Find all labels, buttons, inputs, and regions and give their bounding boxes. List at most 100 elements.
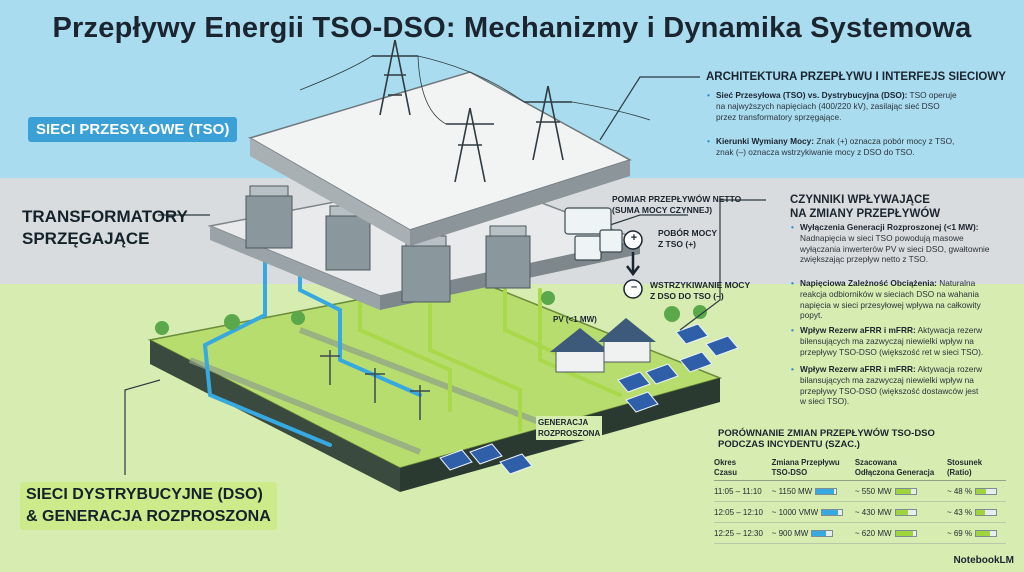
- transformers-zone-label: TRANSFORMATORY SPRZĘGAJĄCE: [22, 206, 188, 250]
- factors-heading-line2: NA ZMIANY PRZEPŁYWÓW: [790, 208, 941, 220]
- cell-value: ~ 900 MW: [771, 529, 809, 538]
- factors-heading-line1: CZYNNIKI WPŁYWAJĄCE: [790, 194, 930, 206]
- dso-label-line2: & GENERACJA ROZPROSZONA: [26, 508, 271, 525]
- trees: [155, 291, 707, 335]
- solar-panels: [439, 323, 739, 475]
- table-row: 12:25 – 12:30 ~ 900 MW ~ 620 MW ~ 69 %: [714, 522, 1006, 544]
- column-header-text: Stosunek: [946, 458, 983, 467]
- table-cell: ~ 43 %: [946, 501, 1006, 523]
- factor-text: Aktywacja rozerw: [917, 364, 983, 374]
- intake-inject-markers: [623, 230, 643, 299]
- tso-zone-label: SIECI PRZESYŁOWE (TSO): [28, 117, 238, 142]
- table-cell: ~ 900 MW: [771, 522, 855, 544]
- ratio-level-bar: [975, 488, 998, 496]
- measurement-line2: (SUMA MOCY CZYNNEJ): [612, 205, 713, 215]
- inject-line2: Z DSO DO TSO (–): [650, 291, 724, 301]
- intake-line2: Z TSO (+): [658, 239, 697, 249]
- page-title: Przepływy Energii TSO-DSO: Mechanizmy i …: [52, 12, 972, 44]
- table-body: 11:05 – 11:10~ 1150 MW~ 550 MW~ 48 %12:0…: [714, 480, 1006, 544]
- factor-text: przepływy TSO-DSO (większość dostawców j…: [800, 385, 979, 396]
- factor-text: Aktywacja rezerw: [917, 325, 983, 335]
- cell-value: 12:25 – 12:30: [714, 529, 763, 538]
- factor-text: w sieci TSO).: [800, 396, 850, 407]
- ratio-level-bar: [975, 509, 998, 517]
- factor-text: reakcja odbiorników w sieciach DSO na wa…: [800, 288, 979, 299]
- column-header-text: TSO-DSO: [771, 467, 808, 477]
- table-row: 12:05 – 12:10 ~ 1000 VMW ~ 430 MW ~ 43 %: [714, 501, 1006, 523]
- ratio-level-bar: [975, 530, 998, 538]
- cell-value: ~ 48 %: [946, 487, 973, 496]
- brand-logo: NotebookLM: [953, 555, 1014, 566]
- architecture-item-title: Sieć Przesyłowa (TSO) vs. Dystrybucyjna …: [716, 90, 908, 100]
- factor-item: Wpływ Rezerw aFRR i mFRR: Aktywacja reze…: [791, 325, 1014, 357]
- architecture-item-directions: Kierunki Wymiany Mocy: Znak (+) oznacza …: [707, 136, 1016, 158]
- architecture-heading: ARCHITEKTURA PRZEPŁYWU I INTERFEJS SIECI…: [706, 71, 1006, 83]
- table-cell: ~ 550 MW: [854, 480, 947, 502]
- factor-text: zwiększając przepływ netto z TSO.: [800, 254, 929, 265]
- column-header-text: Szacowana: [854, 458, 897, 467]
- cell-value: ~ 1000 VMW: [771, 508, 819, 517]
- cell-value: 12:05 – 12:10: [714, 508, 763, 517]
- factor-text: Naturalna: [939, 278, 976, 288]
- tso-platform: [248, 71, 632, 246]
- dso-zone-label: SIECI DYSTRYBUCYJNE (DSO) & GENERACJA RO…: [20, 482, 277, 530]
- flow-level-bar: [811, 530, 834, 538]
- net-flow-measurement-label: POMIAR PRZEPŁYWÓW NETTO (SUMA MOCY CZYNN…: [612, 194, 762, 216]
- gen-level-bar: [894, 488, 917, 496]
- factor-title: Wyłączenia Generacji Rozproszonej (<1 MW…: [800, 222, 979, 232]
- dso-label-line1: SIECI DYSTRYBUCYJNE (DSO): [26, 486, 263, 503]
- cell-value: 11:05 – 11:10: [714, 487, 762, 496]
- table-cell: 12:25 – 12:30: [714, 522, 772, 544]
- column-header-text: Czasu: [714, 467, 737, 477]
- distribution-poles: [320, 350, 430, 420]
- column-header-text: Okres: [714, 458, 737, 467]
- comparison-heading-line1: PORÓWNANIE ZMIAN PRZEPŁYWÓW TSO-DSO: [718, 428, 935, 439]
- table-cell: ~ 48 %: [946, 480, 1006, 502]
- cell-value: ~ 620 MW: [854, 529, 892, 538]
- factor-text: bilensujących ma zazwyczaj niewielki wpł…: [800, 335, 974, 346]
- architecture-item-text: znak (–) oznacza wstrzykiwanie mocy z DS…: [716, 146, 915, 157]
- cell-value: ~ 430 MW: [854, 508, 892, 517]
- roads: [188, 327, 562, 455]
- distributed-generation-label: GENERACJA ROZPROSZONA: [536, 416, 603, 440]
- factor-text: popyt.: [800, 310, 823, 321]
- factor-text: Nadnapięcia w sieci TSO powodują masowe: [800, 232, 964, 243]
- factor-title: Napięciowa Zależność Obciążenia:: [800, 278, 937, 288]
- plus-sign-icon: +: [630, 232, 638, 244]
- architecture-item-text: na najwyższych napięciach (400/220 kV), …: [716, 100, 940, 111]
- table-row: 11:05 – 11:10~ 1150 MW~ 550 MW~ 48 %: [714, 480, 1006, 502]
- factor-title: Wpływ Rezerw aFRR i mFRR:: [800, 364, 916, 374]
- factor-title: Wpływ Rezerw aFRR i mFRR:: [800, 325, 916, 335]
- table-cell: 11:05 – 11:10: [714, 480, 772, 502]
- cell-value: ~ 69 %: [946, 529, 973, 538]
- flow-level-bar: [815, 488, 838, 496]
- column-header: Stosunek(Ratio): [946, 458, 1006, 481]
- gen-level-bar: [894, 530, 917, 538]
- inject-label: WSTRZYKIWANIE MOCY Z DSO DO TSO (–): [650, 280, 770, 302]
- measurement-line1: POMIAR PRZEPŁYWÓW NETTO: [612, 194, 742, 204]
- table-cell: ~ 620 MW: [854, 522, 947, 544]
- architecture-item-text: przez transformatory sprzęgające.: [716, 111, 842, 122]
- column-header-text: (Ratio): [946, 467, 972, 477]
- intake-label: POBÓR MOCY Z TSO (+): [658, 228, 768, 250]
- column-header-text: Odłączona Generacja: [854, 467, 935, 477]
- intake-line1: POBÓR MOCY: [658, 228, 718, 238]
- transformers-label-line1: TRANSFORMATORY: [22, 207, 188, 226]
- gen-line2: ROZPROSZONA: [538, 429, 601, 438]
- factor-text: wyłączania inwerterów PV w sieci DSO, gw…: [800, 243, 990, 254]
- factor-text: przepływy TSO-DSO (większość ret w sieci…: [800, 346, 984, 357]
- pv-label: PV (<1 MW): [553, 315, 597, 324]
- comparison-heading-line2: PODCZAS INCYDENTU (SZAC.): [718, 439, 860, 450]
- architecture-item-text: Znak (+) oznacza pobór mocy z TSO,: [816, 136, 955, 146]
- factor-item: Napięciowa Zależność Obciążenia: Natural…: [791, 278, 1014, 321]
- factors-heading: CZYNNIKI WPŁYWAJĄCE NA ZMIANY PRZEPŁYWÓW: [790, 193, 1010, 221]
- table-cell: ~ 430 MW: [854, 501, 947, 523]
- table-cell: ~ 1000 VMW: [771, 501, 855, 523]
- architecture-item-title: Kierunki Wymiany Mocy:: [716, 136, 815, 146]
- gen-level-bar: [894, 509, 917, 517]
